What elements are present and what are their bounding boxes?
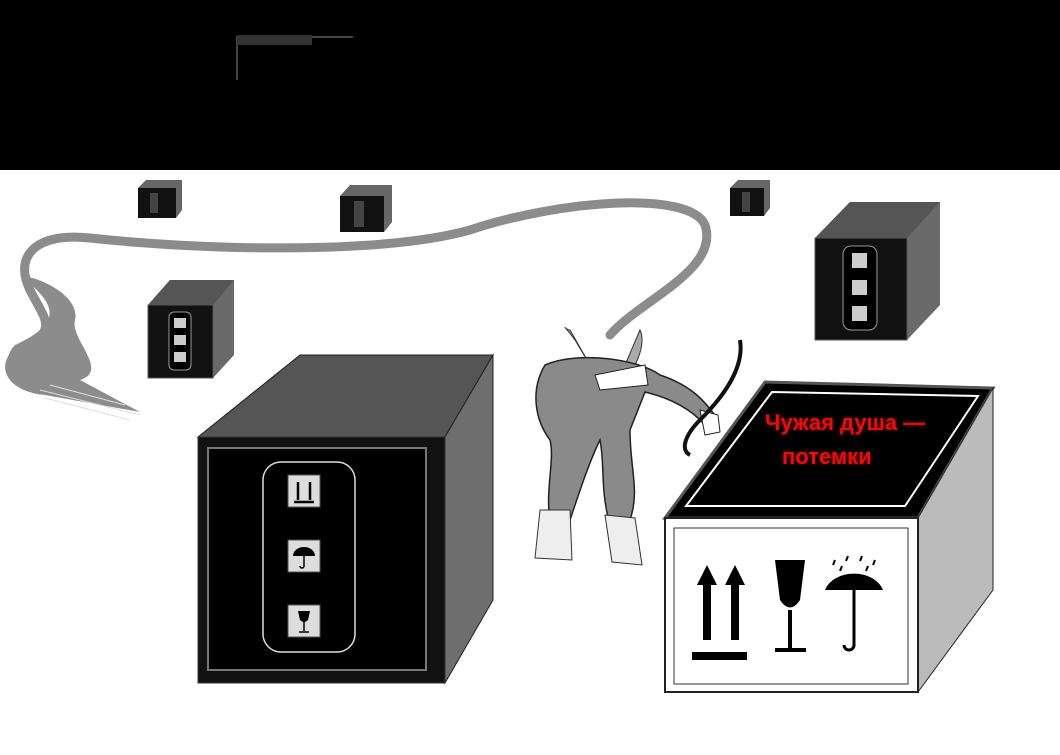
small-box-1 [138, 180, 182, 218]
this-side-up-icon [692, 565, 747, 660]
large-black-box [196, 353, 494, 685]
band-corner-block [237, 35, 312, 45]
keep-dry-umbrella-icon [825, 555, 883, 652]
top-black-band [0, 0, 1060, 170]
tail [5, 198, 712, 421]
fragile-glass-icon [775, 560, 806, 652]
small-box-3 [730, 180, 770, 216]
caption-line-1: Чужая душа — [765, 410, 926, 435]
fragile-glass-icon [287, 604, 321, 638]
small-box-2 [340, 185, 392, 232]
keep-dry-umbrella-icon [287, 539, 321, 573]
small-box-4 [147, 280, 234, 379]
shipping-box-right [662, 380, 996, 694]
this-side-up-icon [287, 474, 321, 508]
small-box-5 [814, 202, 940, 341]
demon-figure [534, 327, 743, 566]
caption-line-2: потемки [782, 444, 872, 469]
pitchfork-tail-end [682, 339, 743, 457]
